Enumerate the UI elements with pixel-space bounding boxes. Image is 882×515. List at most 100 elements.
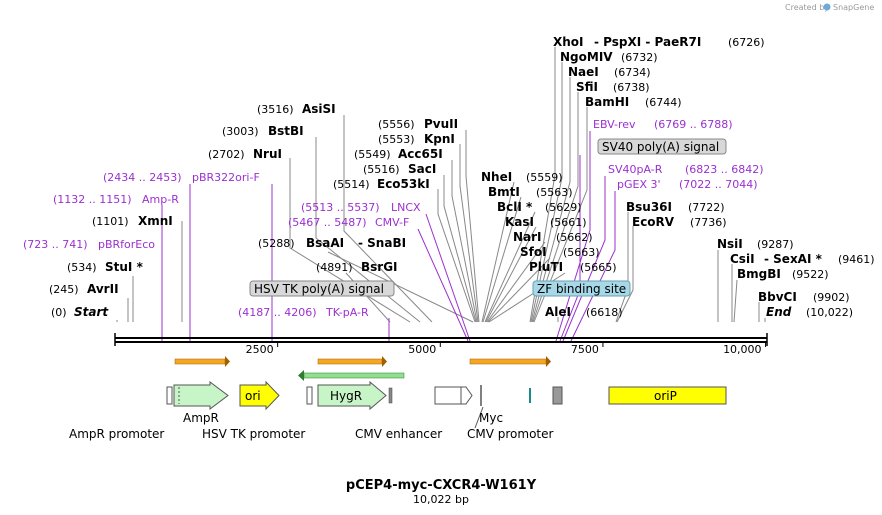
svg-text:(9902): (9902) — [813, 291, 850, 304]
ori-feature — [239, 380, 280, 411]
hygr-label: HygR — [330, 389, 362, 403]
svg-text:NgoMIV: NgoMIV — [560, 50, 613, 64]
credit-text: Created by — [785, 3, 829, 12]
left-feature-labels: (2434 .. 2453) pBR322ori-F (1132 .. 1151… — [23, 171, 421, 319]
svg-text:SacI: SacI — [408, 162, 436, 176]
svg-text:(5549): (5549) — [354, 148, 391, 161]
svg-text:LNCX: LNCX — [391, 201, 421, 214]
left-site-labels: (3516) AsiSI (3003) BstBI (2702) NruI (1… — [49, 102, 458, 319]
cmv-enhancer-label: CMV enhancer — [355, 427, 442, 441]
svg-text:SV40pA-R: SV40pA-R — [608, 163, 663, 176]
svg-text:(5662): (5662) — [556, 231, 593, 244]
svg-text:(9461): (9461) — [838, 253, 875, 266]
right-leaders — [481, 47, 766, 323]
svg-text:(7022 .. 7044): (7022 .. 7044) — [679, 178, 758, 191]
svg-text:EBV-rev: EBV-rev — [593, 118, 636, 131]
svg-text:PvuII: PvuII — [424, 117, 458, 131]
svg-text:(5288): (5288) — [258, 237, 295, 250]
svg-text:CsiI: CsiI — [730, 252, 755, 266]
credit-brand: SnapGene — [833, 3, 874, 12]
orip-label: oriP — [654, 389, 677, 403]
svg-text:NruI: NruI — [253, 147, 282, 161]
svg-text:TK-pA-R: TK-pA-R — [325, 306, 369, 319]
svg-text:XhoI: XhoI — [553, 35, 584, 49]
svg-text:(5663): (5663) — [563, 246, 600, 259]
svg-text:SfiI: SfiI — [576, 80, 598, 94]
feature-labels: AmpR ori HygR oriP Myc AmpR promoter HSV… — [69, 389, 677, 441]
svg-text:BstBI: BstBI — [268, 124, 304, 138]
svg-text:(5553): (5553) — [378, 133, 415, 146]
svg-text:(2702): (2702) — [208, 148, 245, 161]
svg-text:BamHI: BamHI — [585, 95, 629, 109]
svg-text:(5556): (5556) — [378, 118, 415, 131]
svg-text:(6732): (6732) — [621, 51, 658, 64]
svg-text:(9287): (9287) — [757, 238, 794, 251]
plasmid-name: pCEP4-myc-CXCR4-W161Y — [346, 478, 537, 493]
svg-text:BclI *: BclI * — [497, 200, 533, 214]
ampr-label: AmpR — [183, 411, 219, 425]
right-feature-labels: EBV-rev (6769 .. 6788) SV40pA-R (6823 ..… — [593, 118, 764, 191]
svg-text:(10,022): (10,022) — [806, 306, 853, 319]
svg-text:(3516): (3516) — [257, 103, 294, 116]
svg-text:Bsu36I: Bsu36I — [626, 200, 672, 214]
svg-text:(5514): (5514) — [333, 178, 370, 191]
plasmid-size: 10,022 bp — [413, 493, 469, 506]
svg-text:(1132 .. 1151): (1132 .. 1151) — [53, 193, 132, 206]
svg-text:AvrII: AvrII — [87, 282, 119, 296]
svg-text:(6726): (6726) — [728, 36, 765, 49]
svg-text:(4891): (4891) — [316, 261, 353, 274]
myc-label: Myc — [479, 411, 503, 425]
box-sv40-polya: SV40 poly(A) signal — [597, 138, 727, 155]
svg-text:(723 .. 741): (723 .. 741) — [23, 238, 88, 251]
svg-text:- SnaBI: - SnaBI — [358, 236, 406, 250]
snapgene-logo-icon — [823, 3, 831, 11]
feature-track — [166, 380, 727, 429]
svg-text:(5563): (5563) — [536, 186, 573, 199]
svg-text:(245): (245) — [49, 283, 79, 296]
svg-text:Start: Start — [74, 305, 109, 319]
svg-text:(5516): (5516) — [363, 163, 400, 176]
svg-text:(6734): (6734) — [614, 66, 651, 79]
svg-text:- SexAI *: - SexAI * — [764, 252, 823, 266]
svg-text:BmtI: BmtI — [488, 185, 520, 199]
box-hsv-tk-polya: HSV TK poly(A) signal — [249, 280, 395, 297]
svg-text:- PspXI - PaeR7I: - PspXI - PaeR7I — [594, 35, 701, 49]
feature-leaders — [161, 131, 616, 342]
hygr-feature — [317, 380, 387, 411]
svg-text:KasI: KasI — [505, 215, 534, 229]
svg-text:(5467 .. 5487): (5467 .. 5487) — [288, 216, 367, 229]
box-zf-binding-site: ZF binding site — [532, 280, 631, 297]
svg-text:NaeI: NaeI — [568, 65, 599, 79]
svg-text:pGEX 3': pGEX 3' — [617, 178, 661, 191]
svg-text:(5661): (5661) — [550, 216, 587, 229]
ampr-feature — [173, 381, 229, 410]
svg-text:(5513 .. 5537): (5513 .. 5537) — [301, 201, 380, 214]
svg-text:NarI: NarI — [513, 230, 542, 244]
svg-text:AleI: AleI — [545, 305, 571, 319]
svg-text:EcoRV: EcoRV — [632, 215, 675, 229]
right-site-labels: XhoI - PspXI - PaeR7I (6726) NgoMIV (673… — [481, 35, 875, 319]
svg-text:Acc65I: Acc65I — [398, 147, 443, 161]
cmv-promoter-label: CMV promoter — [467, 427, 554, 441]
svg-text:(0): (0) — [51, 306, 67, 319]
svg-text:(7722): (7722) — [688, 201, 725, 214]
svg-text:StuI *: StuI * — [105, 260, 144, 274]
axis-tick-label: 10,000 — [723, 343, 762, 356]
svg-text:BsaAI: BsaAI — [306, 236, 344, 250]
svg-text:XmnI: XmnI — [138, 214, 173, 228]
svg-text:End: End — [766, 305, 792, 319]
svg-text:CMV-F: CMV-F — [375, 216, 409, 229]
hsv-tk-promoter-label: HSV TK promoter — [202, 427, 305, 441]
svg-text:pBRforEco: pBRforEco — [98, 238, 155, 251]
axis-tick-label: 5000 — [408, 343, 436, 356]
svg-text:SV40 poly(A) signal: SV40 poly(A) signal — [602, 140, 719, 154]
svg-text:(5559): (5559) — [526, 171, 563, 184]
backbone — [114, 333, 768, 346]
svg-text:BmgBI: BmgBI — [737, 267, 781, 281]
svg-text:(5629): (5629) — [545, 201, 582, 214]
orip-feature — [608, 386, 727, 405]
ori-label: ori — [245, 389, 261, 403]
axis-tick-label: 2500 — [246, 343, 274, 356]
